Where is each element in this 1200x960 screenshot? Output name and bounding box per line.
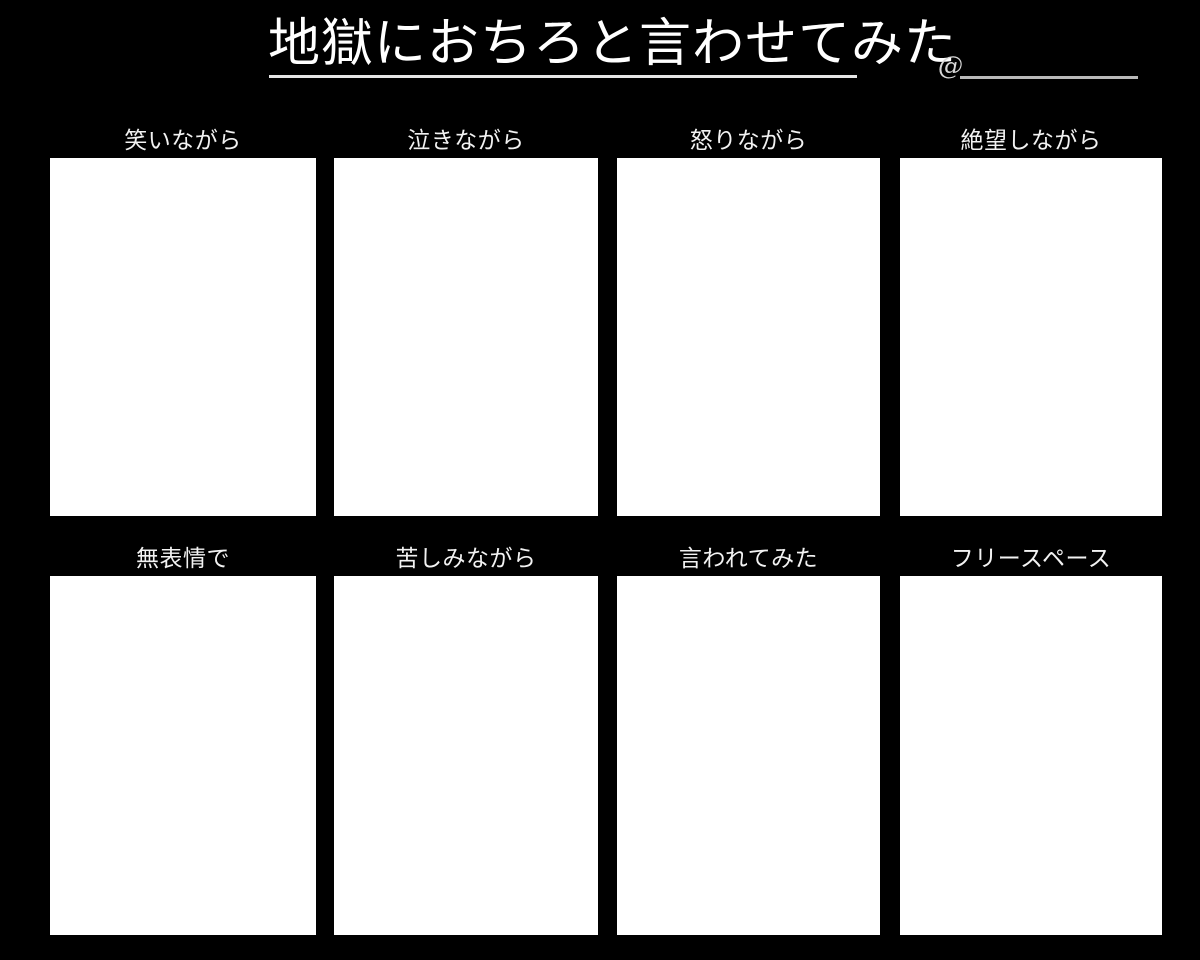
handle-field[interactable]: @ <box>938 52 1138 86</box>
cell-label-1: 笑いながら <box>124 128 242 154</box>
header: 地獄におちろと言わせてみた @ <box>0 0 1200 108</box>
cell-box-6[interactable] <box>334 576 598 935</box>
cell-label-7: 言われてみた <box>678 546 819 572</box>
cell-box-7[interactable] <box>617 576 880 935</box>
handle-write-line <box>960 76 1138 79</box>
cell-box-4[interactable] <box>900 158 1162 516</box>
cell-box-3[interactable] <box>617 158 880 516</box>
page-title: 地獄におちろと言わせてみた <box>268 14 958 74</box>
cell-label-8: フリースペース <box>950 546 1112 572</box>
cell-label-5: 無表情で <box>136 546 230 572</box>
cell-label-2: 泣きながら <box>407 128 525 154</box>
cell-label-6: 苦しみながら <box>395 546 537 572</box>
title-underline <box>269 75 857 78</box>
cell-box-8[interactable] <box>900 576 1162 935</box>
cell-box-5[interactable] <box>50 576 316 935</box>
cell-label-4: 絶望しながら <box>960 128 1102 154</box>
at-symbol-icon: @ <box>938 51 963 80</box>
cell-label-3: 怒りながら <box>689 128 808 154</box>
cell-box-2[interactable] <box>334 158 598 516</box>
cell-box-1[interactable] <box>50 158 316 516</box>
